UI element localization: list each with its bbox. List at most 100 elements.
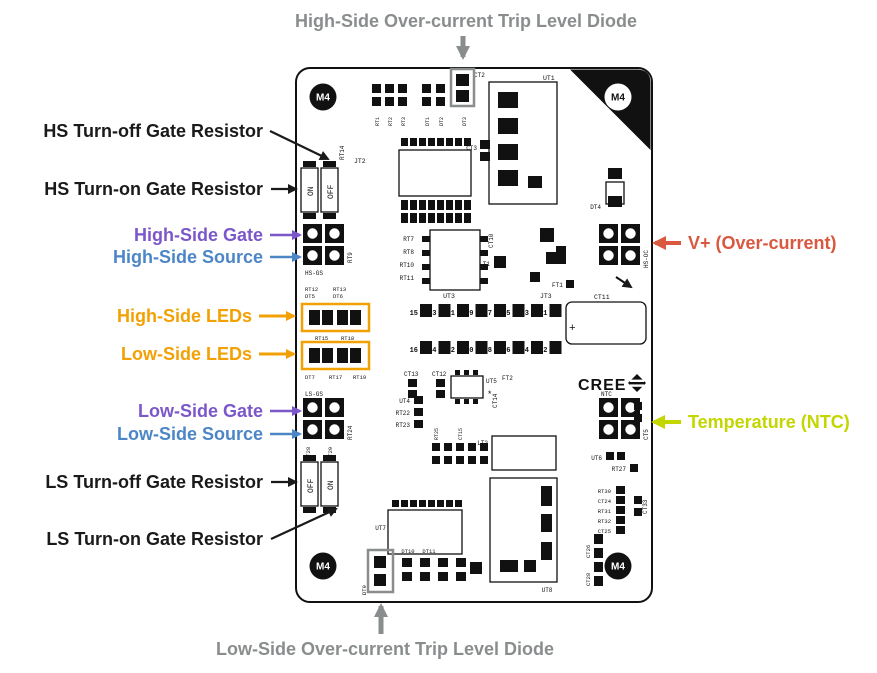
silkscreen-label: DT4 [590,204,601,211]
component-pad [446,138,453,146]
component-pad [422,278,430,284]
component-pad [530,272,540,282]
mounting-hole-label: M4 [316,93,330,104]
silkscreen-label: RT11 [400,275,415,282]
jt3-pin-pad [475,341,488,354]
ls-gate-source-connector [303,398,344,439]
component-pad [455,399,460,404]
silkscreen-label: RT29 [327,447,334,460]
jt3-pin-pad [494,341,506,354]
silkscreen-label: CT26 [585,545,592,558]
silkscreen-label: RT8 [403,249,414,256]
component-pad [408,390,417,398]
highlight-box [449,67,476,108]
ls-turnon-resistor-body [320,461,339,507]
jt3-pin-number: 2 [543,347,547,355]
silkscreen-label: HS-OC [643,250,650,268]
jt3-pin-pad [531,304,543,317]
component-pad [630,464,638,472]
component-pad [401,138,408,146]
annotation-v-plus: V+ (Over-current) [652,233,837,253]
annotation-label: Low-Side LEDs [121,344,252,364]
component-pad [323,213,336,219]
annotation-label: LS Turn-off Gate Resistor [45,472,263,492]
brand-logo-text: CREE [578,377,626,394]
jt3-pin-pad [512,304,525,317]
component-pad [480,236,488,242]
component-pad [303,455,316,461]
component-pad [422,236,430,242]
pin-hole [307,402,318,413]
component-pad [419,138,426,146]
mounting-hole-label: M4 [611,93,625,104]
silkscreen-label: CT5 [643,429,650,440]
jt3-pin-pad [420,304,432,317]
component-pad [541,486,552,506]
component-pad [594,548,603,558]
component-pad [468,456,476,464]
component-pad [372,97,381,106]
component-pad [402,558,412,567]
annotation-label: Temperature (NTC) [688,412,850,432]
jt3-pin-pad [457,304,469,317]
silkscreen-label: RT19 [353,374,366,381]
annotation-label: High-Side Source [113,247,263,267]
component-pad [480,250,488,256]
silkscreen-label: CT3 [466,145,477,152]
led-pad [322,348,333,363]
component-pad [303,507,316,513]
component-pad [480,152,490,161]
annotation-label: HS Turn-on Gate Resistor [44,179,263,199]
silkscreen-label: FT1 [552,282,563,289]
ntc-connector [599,398,640,439]
component-pad [428,213,435,223]
component-pad [436,97,445,106]
ls-turnoff-resistor-body [300,461,319,507]
silkscreen-label: + [569,323,576,335]
ls-leds-box [300,340,371,371]
component-pad [634,402,642,410]
component-pad [428,138,435,146]
component-pad [410,138,417,146]
component-pad [455,500,462,507]
silkscreen-label: UT5 [486,378,497,385]
component-pad [480,264,488,270]
component-pad [455,370,460,375]
component-pad [498,92,518,108]
silkscreen-label: DT6 [333,293,343,300]
silkscreen-label: HS-GS [305,270,323,277]
silkscreen-label: RT23 [396,422,411,429]
jt3-pin-pad [531,341,543,354]
mounting-hole [309,552,337,580]
component-pad [594,576,603,586]
silkscreen-label: CT2 [474,72,485,79]
annotation-label: LS Turn-on Gate Resistor [46,529,263,549]
component-pad [464,399,469,404]
component-pad [419,200,426,210]
component-pad [303,213,316,219]
component-pad [594,562,603,572]
silkscreen-label: RT15 [315,335,328,342]
hs-leds-box [300,302,371,333]
silkscreen-label: RT25 [434,428,440,440]
silkscreen-label: UT8 [542,587,553,594]
component-pad [438,558,448,567]
component-pad [616,496,625,504]
silkscreen-label: UT4 [399,398,410,405]
silkscreen-label: OFF [327,184,336,199]
annotation-label: High-Side LEDs [117,306,252,326]
component-pad [372,84,381,93]
silkscreen-label: CT10 [488,233,495,248]
pin-hole [307,250,318,261]
silkscreen-label: LT1 [479,261,490,268]
pin-hole [329,228,340,239]
component-pad [634,414,642,422]
component-pad [410,200,417,210]
silkscreen-label: UT3 [443,293,455,300]
annotation-ls-turnoff: LS Turn-off Gate Resistor [45,472,298,492]
annotation-ls-turnon: LS Turn-on Gate Resistor [46,507,338,549]
component-pad [438,572,448,581]
